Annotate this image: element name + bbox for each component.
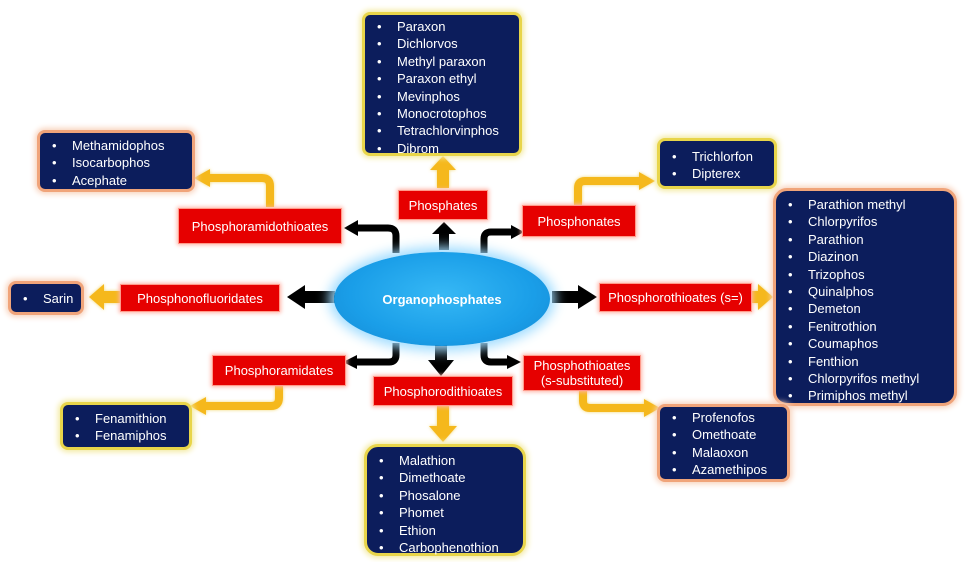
compound-phosphoramidates: Fenamiphos [63, 427, 189, 445]
compound-phosphonates: Trichlorfon [660, 148, 774, 166]
compound-phosphorodithioates: Dimethoate [367, 469, 523, 487]
category-phosphonofluoridates: Phosphonofluoridates [120, 284, 280, 312]
yellow-connector-phosphoramidates [204, 386, 283, 410]
category-phosphoramidates: Phosphoramidates [212, 355, 346, 386]
list-phosphothioates: ProfenofosOmethoateMalaoxonAzamethipos [657, 404, 790, 482]
yellow-arrowhead-phosphothioates [644, 399, 660, 417]
compound-phosphates: Monocrotophos [365, 105, 519, 123]
yellow-connector-phosphoramidothioates [208, 174, 274, 207]
compound-phosphorothioates: Diazinon [776, 248, 954, 266]
compound-phosphorothioates: Fenthion [776, 353, 954, 371]
compound-phosphorodithioates: Phosalone [367, 487, 523, 505]
compound-phosphorothioates: Coumaphos [776, 335, 954, 353]
category-phosphorothioates-label: Phosphorothioates (s=) [608, 290, 743, 305]
compound-phosphorothioates: Chlorpyrifos methyl [776, 370, 954, 388]
yellow-arrowhead-phosphonates [639, 172, 655, 190]
compound-phosphorothioates: Fenitrothion [776, 318, 954, 336]
organophosphates-center-node: Organophosphates [334, 252, 550, 346]
arrow-to-phosphonofluoridates [287, 285, 335, 309]
compound-phosphonates: Dipterex [660, 165, 774, 183]
arrowhead-phosphoramidothioates [344, 220, 358, 236]
arrow-to-phosphonates [480, 228, 512, 253]
list-phosphates: ParaxonDichlorvosMethyl paraxonParaxon e… [362, 12, 522, 158]
compound-phosphates: Paraxon ethyl [365, 70, 519, 88]
category-phosphonofluoridates-label: Phosphonofluoridates [137, 290, 263, 306]
list-phosphoramidothioates: MethamidophosIsocarbophosAcephate [37, 130, 195, 192]
category-phosphorodithioates-label: Phosphorodithioates [383, 383, 503, 399]
arrow-to-phosphothioates [480, 343, 508, 366]
yellow-arrow-phosphonofluoridates [89, 284, 120, 310]
compound-phosphates: Mevinphos [365, 88, 519, 106]
compound-phosphorodithioates: Carbophenothion [367, 539, 523, 557]
category-phosphoramidothioates-label: Phosphoramidothioates [191, 218, 329, 234]
compound-phosphothioates: Profenofos [660, 409, 787, 427]
arrow-to-phosphoramidates [355, 343, 400, 366]
yellow-arrowhead-phosphoramidothioates [194, 169, 210, 187]
compound-phosphorothioates: Parathion methyl [776, 196, 954, 214]
yellow-arrow-phosphates [430, 156, 456, 188]
category-phosphothioates-label-line1: Phosphothioates [533, 358, 631, 373]
compound-phosphates: Methyl paraxon [365, 53, 519, 71]
center-label: Organophosphates [382, 291, 502, 307]
compound-phosphothioates: Azamethipos [660, 461, 787, 479]
compound-phosphoramidothioates: Acephate [40, 172, 192, 190]
category-phosphonates-label: Phosphonates [537, 213, 621, 229]
arrowhead-phosphonates [511, 225, 524, 239]
list-phosphonates: TrichlorfonDipterex [657, 138, 777, 189]
list-phosphorothioates: Parathion methylChlorpyrifosParathionDia… [773, 188, 957, 406]
compound-phosphates: Dibrom [365, 140, 519, 158]
compound-phosphorodithioates: Malathion [367, 452, 523, 470]
compound-phosphoramidates: Fenamithion [63, 410, 189, 428]
compound-phosphonofluoridates: Sarin [11, 290, 81, 308]
arrow-to-phosphorothioates [552, 285, 597, 309]
compound-phosphates: Tetrachlorvinphos [365, 122, 519, 140]
arrowhead-phosphothioates [507, 355, 521, 369]
arrowhead-phosphoramidates [343, 355, 357, 369]
category-phosphoramidates-label: Phosphoramidates [224, 363, 334, 378]
compound-phosphates: Dichlorvos [365, 35, 519, 53]
yellow-arrow-phosphorodithioates [429, 406, 457, 442]
yellow-connector-phosphothioates [579, 390, 645, 412]
category-phosphorothioates: Phosphorothioates (s=) [599, 283, 752, 312]
category-phosphates: Phosphates [398, 190, 488, 220]
category-phosphonates: Phosphonates [522, 205, 636, 237]
yellow-arrow-phosphorothioates [752, 284, 773, 310]
compound-phosphorothioates: Parathion [776, 231, 954, 249]
compound-phosphorothioates: Quinalphos [776, 283, 954, 301]
compound-phosphates: Paraxon [365, 18, 519, 36]
compound-phosphorothioates: Primiphos methyl [776, 387, 954, 405]
category-phosphoramidothioates: Phosphoramidothioates [178, 208, 342, 244]
compound-phosphothioates: Omethoate [660, 426, 787, 444]
compound-phosphorodithioates: Ethion [367, 522, 523, 540]
compound-phosphorothioates: Chlorpyrifos [776, 213, 954, 231]
list-phosphoramidates: FenamithionFenamiphos [60, 402, 192, 450]
yellow-connector-phosphonates [574, 177, 640, 205]
yellow-arrowhead-phosphoramidates [190, 397, 206, 415]
arrow-to-phosphates [432, 222, 456, 250]
compound-phosphorothioates: Demeton [776, 300, 954, 318]
compound-phosphorothioates: Trizophos [776, 266, 954, 284]
category-phosphothioates: Phosphothioates (s-substituted) [523, 355, 641, 391]
arrow-to-phosphoramidothioates [356, 224, 400, 253]
compound-phosphothioates: Malaoxon [660, 444, 787, 462]
compound-phosphoramidothioates: Isocarbophos [40, 154, 192, 172]
compound-phosphoramidothioates: Methamidophos [40, 137, 192, 155]
arrow-to-phosphorodithioates [428, 343, 454, 376]
compound-phosphorodithioates: Phomet [367, 504, 523, 522]
category-phosphorodithioates: Phosphorodithioates [373, 376, 513, 406]
list-phosphonofluoridates: Sarin [8, 281, 84, 315]
category-phosphates-label: Phosphates [408, 197, 478, 213]
list-phosphorodithioates: MalathionDimethoatePhosalonePhometEthion… [364, 444, 526, 557]
category-phosphothioates-label-line2: (s-substituted) [540, 373, 624, 388]
